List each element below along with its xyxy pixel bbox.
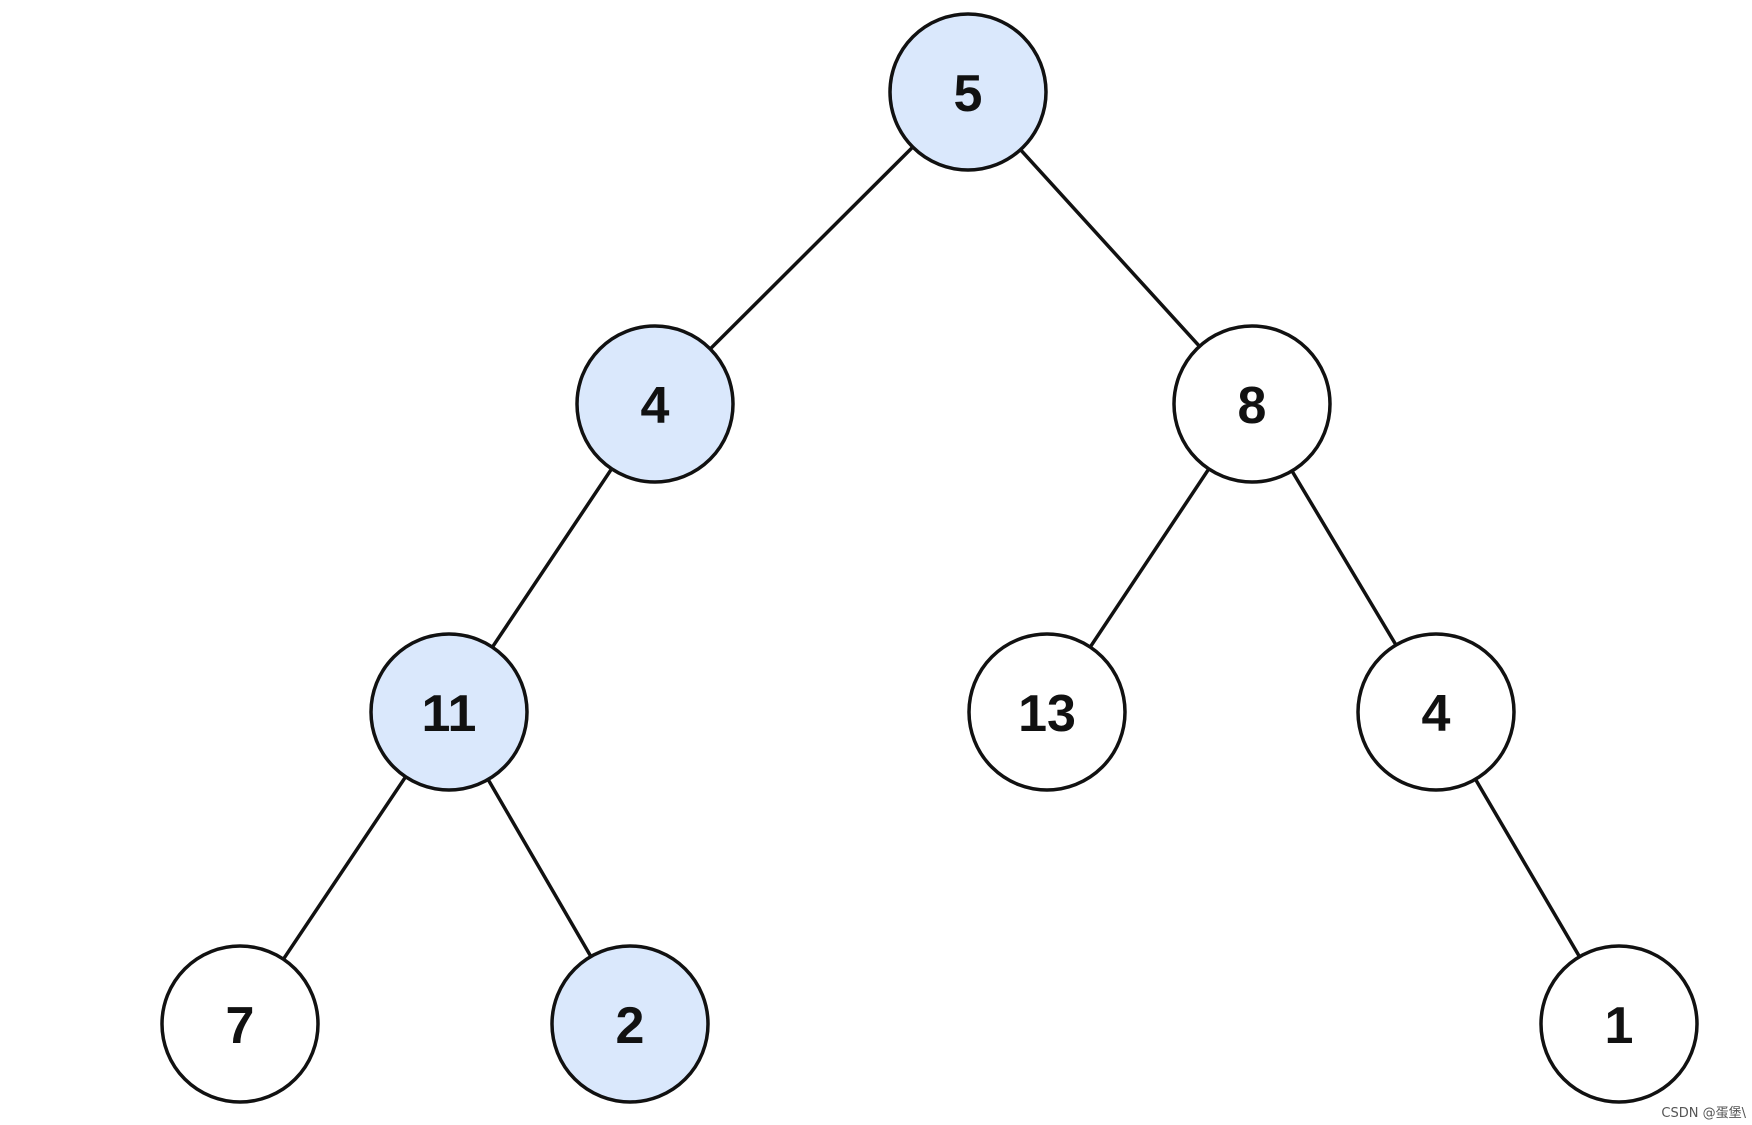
node-label: 1 (1605, 997, 1634, 1055)
node-label: 4 (1422, 685, 1451, 743)
node-circle (160, 944, 320, 1104)
tree-edge-n11-n7 (281, 775, 408, 961)
tree-nodes: 5 4 8 11 13 4 7 2 1 (160, 12, 1699, 1104)
tree-node-n7: 7 (160, 944, 320, 1104)
node-label: 11 (422, 685, 477, 743)
tree-node-n8: 8 (1172, 324, 1332, 484)
node-circle (575, 324, 735, 484)
tree-edge-n11-n2 (486, 778, 593, 958)
tree-edge-n8-n13 (1088, 467, 1211, 649)
tree-edge-n5-n4a (709, 145, 914, 351)
tree-edge-n8-n4b (1290, 470, 1398, 646)
node-circle (1356, 632, 1516, 792)
node-circle (888, 12, 1048, 172)
tree-node-n13: 13 (967, 632, 1127, 792)
node-label: 13 (1018, 685, 1076, 743)
tree-node-n2: 2 (550, 944, 710, 1104)
tree-node-n1: 1 (1539, 944, 1699, 1104)
node-label: 5 (954, 65, 983, 123)
node-circle (369, 632, 529, 792)
watermark-text: CSDN @蛋堡\ (1661, 1106, 1746, 1121)
tree-edges (281, 145, 1582, 961)
node-label: 4 (641, 377, 670, 435)
tree-edge-n4a-n11 (490, 467, 614, 649)
node-circle (1172, 324, 1332, 484)
node-label: 2 (616, 997, 645, 1055)
node-circle (550, 944, 710, 1104)
tree-edge-n5-n8 (1019, 148, 1201, 348)
tree-edge-n4b-n1 (1473, 778, 1582, 958)
node-circle (1539, 944, 1699, 1104)
node-label: 8 (1238, 377, 1267, 435)
tree-node-n4b: 4 (1356, 632, 1516, 792)
tree-node-n4a: 4 (575, 324, 735, 484)
tree-node-n11: 11 (369, 632, 529, 792)
tree-node-n5: 5 (888, 12, 1048, 172)
node-label: 7 (226, 997, 255, 1055)
node-circle (967, 632, 1127, 792)
